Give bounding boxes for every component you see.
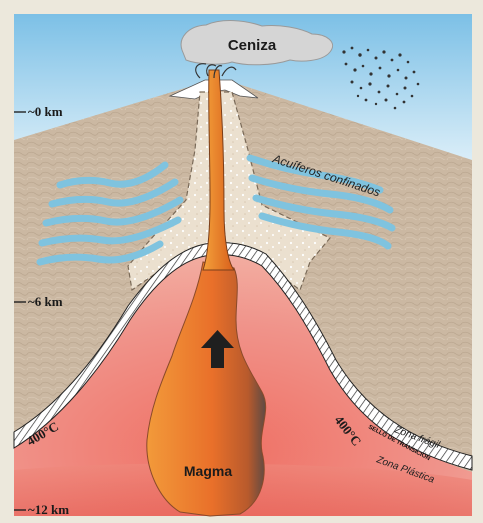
depth-label-0: ~0 km xyxy=(28,104,63,119)
magma-label: Magma xyxy=(184,463,232,479)
depth-label-6: ~6 km xyxy=(28,294,63,309)
ash-label: Ceniza xyxy=(228,37,277,54)
depth-label-12: ~12 km xyxy=(28,502,69,517)
